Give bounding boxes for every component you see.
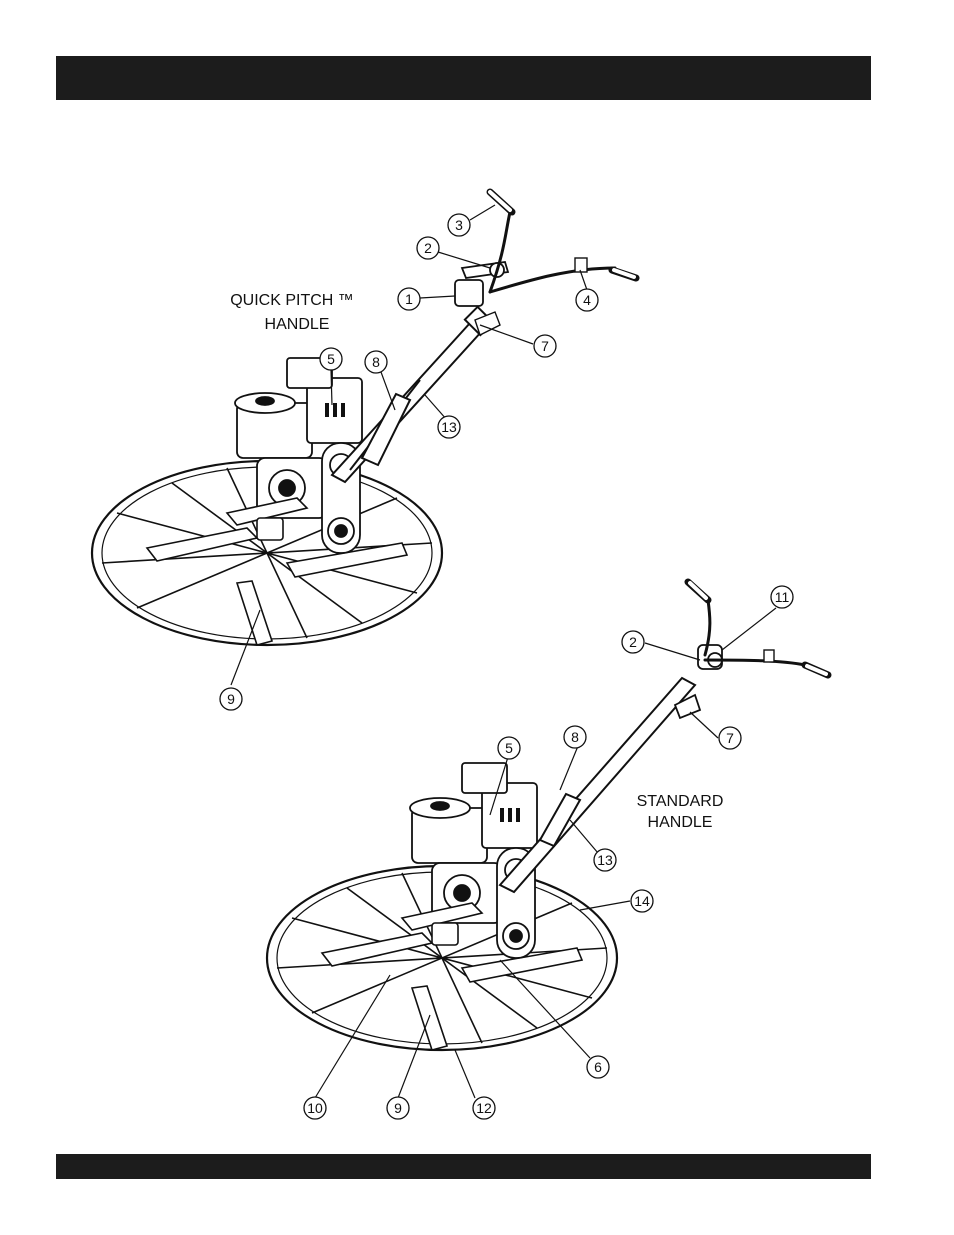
leader-lines [231, 205, 776, 1098]
callout-bottom-7: 7 [726, 730, 734, 746]
callout-top-4: 4 [583, 292, 591, 308]
callout-top-13: 13 [441, 419, 457, 435]
callout-bottom-2: 2 [629, 634, 637, 650]
standard-trowel [267, 582, 828, 1050]
callout-bottom-14: 14 [634, 893, 650, 909]
standard-label-line2: HANDLE [648, 814, 713, 831]
callout-bottom-8: 8 [571, 729, 579, 745]
quick-pitch-trowel [92, 192, 636, 645]
callout-bottom-13: 13 [597, 852, 613, 868]
callout-bottom-10: 10 [307, 1100, 323, 1116]
callout-top-9: 9 [227, 691, 235, 707]
callout-bottom-9: 9 [394, 1100, 402, 1116]
callout-top-8: 8 [372, 354, 380, 370]
quick-pitch-label-line2: HANDLE [265, 316, 330, 333]
callout-top-2: 2 [424, 240, 432, 256]
callout-top-7: 7 [541, 338, 549, 354]
callout-bottom-5: 5 [505, 740, 513, 756]
callout-top-5: 5 [327, 351, 335, 367]
callout-top-3: 3 [455, 217, 463, 233]
standard-label-line1: STANDARD [637, 793, 724, 810]
quick-pitch-label-line1: QUICK PITCH ™ [230, 292, 354, 309]
callout-top-1: 1 [405, 291, 413, 307]
callout-bottom-6: 6 [594, 1059, 602, 1075]
callout-bottom-12: 12 [476, 1100, 492, 1116]
callout-bottom-11: 11 [775, 589, 790, 605]
